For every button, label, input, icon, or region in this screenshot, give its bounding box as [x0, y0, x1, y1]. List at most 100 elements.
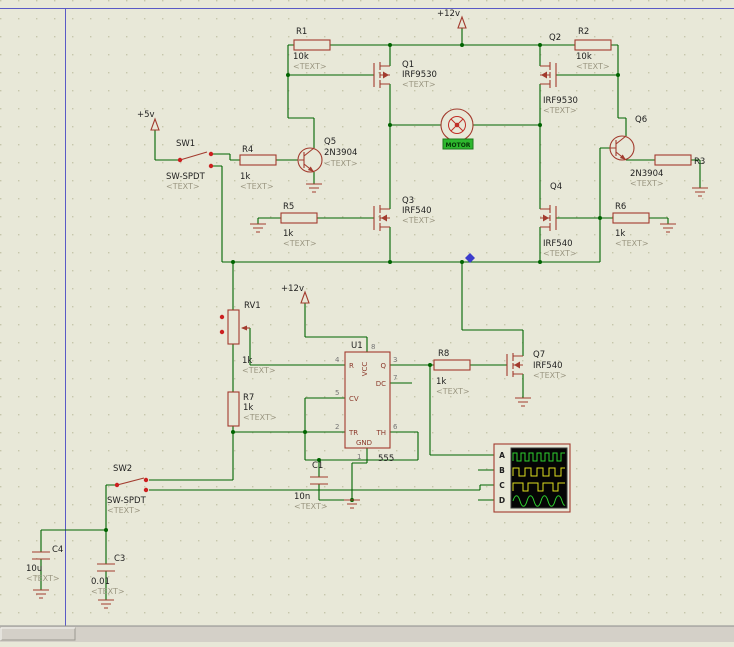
Q4-property: <TEXT>: [543, 249, 577, 258]
bottom-statusbar: [0, 625, 734, 642]
ground-icon: [660, 223, 676, 233]
component-R8[interactable]: R8 1k <TEXT>: [433, 349, 471, 396]
component-motor[interactable]: MOTOR: [440, 108, 474, 150]
ground-icon: [306, 183, 322, 193]
component-R5[interactable]: R5 1k <TEXT>: [280, 202, 318, 248]
wires-555[interactable]: [149, 262, 524, 501]
Q2-property: <TEXT>: [543, 106, 577, 115]
ground-icon: [98, 599, 114, 609]
component-U1-555-timer[interactable]: U1 555 4 5 2 3 7 6 8 1 R CV TR Q DC TH V…: [335, 341, 398, 464]
pin-number: 3: [393, 356, 397, 364]
R8-property: <TEXT>: [436, 387, 470, 396]
sheet-border: [0, 8, 734, 626]
component-R4[interactable]: R4 1k <TEXT>: [239, 145, 277, 191]
R4-value: 1k: [240, 172, 250, 182]
pin-number: 2: [335, 423, 339, 431]
R8-ref: R8: [438, 349, 449, 359]
component-R2[interactable]: R2 10k <TEXT>: [574, 27, 612, 71]
C3-ref: C3: [114, 554, 125, 564]
C1-value: 10n: [294, 492, 310, 502]
grid-background: [0, 0, 734, 626]
wires-hbridge-bottom[interactable]: [222, 147, 701, 356]
SW2-property: <TEXT>: [107, 506, 141, 515]
power-label: +5v: [137, 110, 155, 120]
U1-ref: U1: [351, 341, 363, 351]
Q2-ref: Q2: [549, 33, 561, 43]
pin-name-CV: CV: [349, 395, 359, 403]
scope-channel-a: A: [499, 451, 505, 460]
wires-hbridge-top[interactable]: [287, 28, 627, 262]
wires-input-left[interactable]: [154, 130, 304, 262]
C1-property: <TEXT>: [294, 502, 328, 511]
component-Q2[interactable]: Q2 IRF9530 <TEXT>: [540, 33, 578, 115]
pin-number: 6: [393, 423, 398, 431]
pane-divider[interactable]: [0, 627, 76, 641]
Q7-ref: Q7: [533, 350, 545, 360]
Q1-ref: Q1: [402, 60, 414, 70]
pin-name-TR: TR: [348, 429, 358, 437]
Q3-value: IRF540: [402, 206, 432, 216]
C4-ref: C4: [52, 545, 63, 555]
component-C4[interactable]: C4 10u <TEXT>: [26, 545, 63, 583]
component-R3[interactable]: R3: [654, 154, 705, 167]
pin-name-VCC: VCC: [361, 362, 369, 377]
pin-name-R: R: [349, 362, 354, 370]
scope-screen: [510, 447, 568, 509]
R5-ref: R5: [283, 202, 294, 212]
component-R7[interactable]: R7 1k <TEXT>: [227, 391, 277, 427]
ground-icon: [33, 589, 49, 599]
Q5-value: 2N3904: [324, 148, 357, 158]
RV1-property: <TEXT>: [242, 366, 276, 375]
component-Q4[interactable]: Q4 IRF540 <TEXT>: [540, 182, 577, 258]
R1-value: 10k: [293, 52, 309, 62]
Q5-ref: Q5: [324, 137, 336, 147]
C4-value: 10u: [26, 564, 42, 574]
component-SW2[interactable]: SW2 SW-SPDT <TEXT>: [107, 464, 149, 515]
trace-c: [512, 482, 565, 492]
pin-number: 8: [371, 343, 375, 351]
power-flag-12v-top[interactable]: +12v: [437, 9, 467, 29]
SW2-ref: SW2: [113, 464, 132, 474]
component-Q7[interactable]: Q7 IRF540 <TEXT>: [506, 350, 567, 380]
C4-property: <TEXT>: [26, 574, 60, 583]
component-C3[interactable]: C3 0.01 <TEXT>: [91, 554, 125, 596]
R2-property: <TEXT>: [576, 62, 610, 71]
wires-scope-caps[interactable]: [40, 365, 494, 600]
component-Q5[interactable]: Q5 2N3904 <TEXT>: [297, 137, 358, 173]
Q3-ref: Q3: [402, 196, 414, 206]
component-RV1[interactable]: RV1 1k <TEXT>: [219, 301, 276, 375]
component-R1[interactable]: R1 10k <TEXT>: [293, 27, 331, 71]
R8-value: 1k: [436, 377, 446, 387]
R6-ref: R6: [615, 202, 626, 212]
Q6-property: <TEXT>: [630, 179, 664, 188]
R2-ref: R2: [578, 27, 589, 37]
ground-symbols[interactable]: [33, 183, 708, 609]
Q4-ref: Q4: [550, 182, 562, 192]
R5-value: 1k: [283, 229, 293, 239]
wire-net[interactable]: [40, 28, 701, 600]
power-label: +12v: [281, 284, 304, 294]
pin-name-Q: Q: [380, 362, 386, 370]
component-Q1[interactable]: Q1 IRF9530 <TEXT>: [373, 60, 437, 89]
component-Q6[interactable]: Q6 2N3904 <TEXT>: [609, 115, 664, 188]
trace-d: [512, 495, 566, 507]
component-C1[interactable]: C1 10n <TEXT>: [294, 461, 328, 511]
component-Q3[interactable]: Q3 IRF540 <TEXT>: [373, 196, 436, 231]
scope-channel-b: B: [499, 466, 505, 475]
oscilloscope[interactable]: A B C D: [493, 443, 571, 513]
power-flag-12v-mid[interactable]: +12v: [281, 284, 310, 304]
component-SW1[interactable]: SW1 SW-SPDT <TEXT>: [166, 139, 214, 191]
power-flag-5v[interactable]: +5v: [137, 110, 160, 131]
junction-dots: [104, 43, 620, 532]
SW1-ref: SW1: [176, 139, 195, 149]
Q7-property: <TEXT>: [533, 371, 567, 380]
R2-value: 10k: [576, 52, 592, 62]
pin-name-DC: DC: [376, 380, 386, 388]
trace-a: [512, 452, 565, 462]
component-R6[interactable]: R6 1k <TEXT>: [612, 202, 650, 248]
power-label: +12v: [437, 9, 460, 19]
C3-value: 0.01: [91, 577, 110, 587]
R7-value: 1k: [243, 403, 253, 413]
R5-property: <TEXT>: [283, 239, 317, 248]
